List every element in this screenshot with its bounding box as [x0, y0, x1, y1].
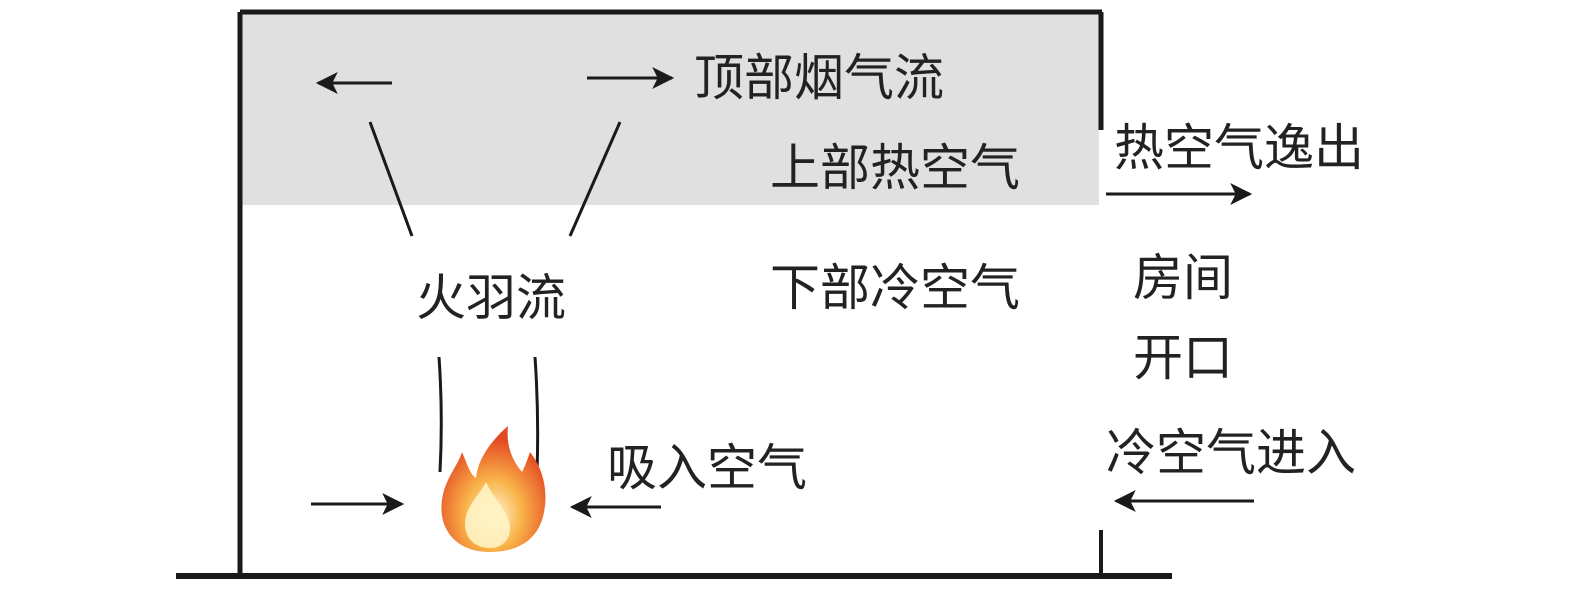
top-smoke-flow-label: 顶部烟气流	[694, 49, 944, 107]
plume-boundary-lower-right	[533, 356, 540, 473]
plume-label: 火羽流	[416, 269, 566, 327]
cold-air-in-label: 冷空气进入	[1106, 424, 1356, 482]
plume-boundary-upper-right	[568, 121, 622, 237]
hot-air-escape-label: 热空气逸出	[1114, 119, 1364, 177]
room-label: 房间	[1133, 249, 1233, 307]
upper-hot-air-label: 上部热空气	[770, 139, 1020, 197]
opening-label: 开口	[1133, 329, 1233, 387]
plume-boundary-lower-left	[437, 356, 443, 473]
fire-icon	[441, 426, 546, 552]
entrained-air-label: 吸入空气	[607, 439, 807, 497]
hot-smoke-layer	[242, 12, 1099, 205]
lower-cold-air-label: 下部冷空气	[770, 259, 1020, 317]
plume-boundary-upper-left	[368, 121, 414, 237]
